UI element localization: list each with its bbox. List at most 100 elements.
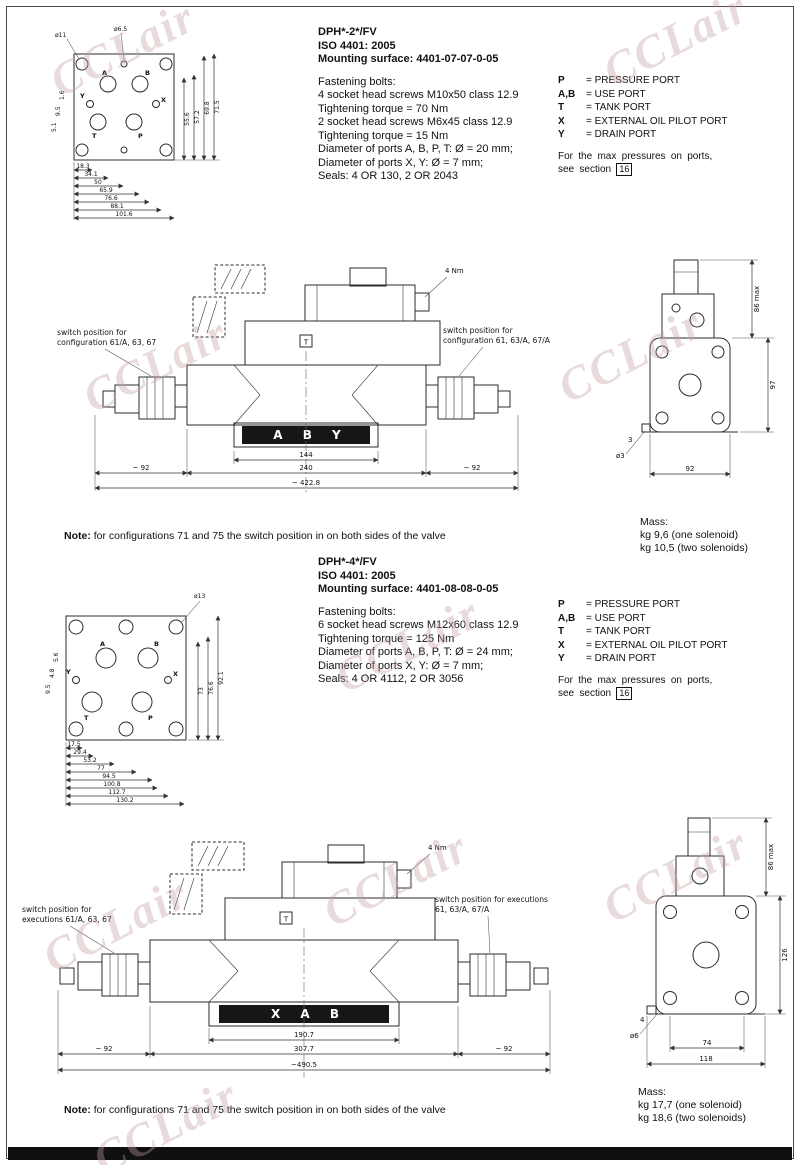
dph2-header-block: DPH*-2*/FV ISO 4401: 2005 Mounting surfa… bbox=[318, 26, 519, 184]
dim-label: 9.5 bbox=[45, 684, 52, 694]
switch-callout-right: 61, 63/A, 67/A bbox=[435, 905, 490, 914]
dph2-mounting-surface-drawing: A B T P X Y ø6.5 ø11 55.6 57.2 69.8 71.5… bbox=[51, 26, 221, 221]
mass-label: Mass: bbox=[640, 516, 669, 528]
legend-key: A,B bbox=[558, 88, 576, 100]
dph4-iso: ISO 4401: 2005 bbox=[318, 569, 396, 582]
dim-label: 18.3 bbox=[76, 163, 90, 170]
dim-label: 55.6 bbox=[184, 112, 191, 126]
dim-label-3: 3 bbox=[628, 436, 632, 444]
dim-label: 57.2 bbox=[194, 110, 201, 124]
torque-label: 4 Nm bbox=[428, 844, 447, 852]
fastening-line: Diameter of ports A, B, P, T: Ø = 20 mm; bbox=[318, 143, 513, 155]
dim-label: 101.6 bbox=[115, 211, 132, 218]
legend-value: = EXTERNAL OIL PILOT PORT bbox=[586, 639, 728, 651]
dim-label: 5.1 bbox=[51, 122, 58, 132]
dim-label: 73 bbox=[198, 687, 205, 695]
fastening-line: Tightening torque = 70 Nm bbox=[318, 102, 449, 115]
dim-label-126: 126 bbox=[781, 948, 789, 962]
legend-key: Y bbox=[558, 653, 565, 664]
fastening-line: 2 socket head screws M6x45 class 12.9 bbox=[318, 116, 513, 128]
dph2-note: Note: for configurations 71 and 75 the s… bbox=[64, 530, 446, 542]
switch-callout-left: executions 61/A, 63, 67 bbox=[22, 915, 112, 924]
dim-label-4: 4 bbox=[640, 1016, 645, 1024]
legend-value: = EXTERNAL OIL PILOT PORT bbox=[586, 115, 728, 127]
note-bold: Note: bbox=[64, 1104, 91, 1116]
port-letter-t: T bbox=[84, 714, 89, 722]
dim-label-right: ~ 92 bbox=[496, 1045, 513, 1053]
dim-label: 130.2 bbox=[116, 797, 133, 804]
legend-key: P bbox=[558, 599, 565, 610]
dph4-side-view-drawing: 86 max 126 74 118 4 ø6 bbox=[630, 817, 789, 1068]
port-letter-x: X bbox=[161, 96, 166, 104]
legend-key: X bbox=[558, 115, 565, 127]
dim-label-total: ~490.5 bbox=[291, 1061, 317, 1069]
port-letter-x: X bbox=[173, 670, 178, 678]
port-letter-p: P bbox=[148, 714, 153, 722]
footer-bar bbox=[8, 1147, 792, 1160]
dph4-title: DPH*-4*/FV bbox=[318, 556, 377, 568]
dph2-port-legend: P= PRESSURE PORT A,B= USE PORT T= TANK P… bbox=[558, 74, 764, 177]
legend-key: Y bbox=[558, 129, 565, 140]
dph2-title: DPH*-2*/FV bbox=[318, 26, 377, 38]
dph4-mass-block: Mass: kg 17,7 (one solenoid) kg 18,6 (tw… bbox=[638, 1086, 746, 1125]
dim-label: 76.6 bbox=[104, 195, 118, 202]
dph2-side-view-drawing: 86 max 97 92 3 ø3 bbox=[616, 259, 777, 478]
dim-label-left: ~ 92 bbox=[96, 1045, 113, 1053]
dph2-mounting-surface: Mounting surface: 4401-07-07-0-05 bbox=[318, 53, 499, 65]
fastening-line: Tightening torque = 125 Nm bbox=[318, 632, 455, 645]
mass-one-solenoid: kg 17,7 (one solenoid) bbox=[638, 1099, 742, 1111]
switch-callout-right: switch position for executions bbox=[435, 895, 548, 904]
legend-key: T bbox=[558, 626, 565, 637]
dim-label-86max: 86 max bbox=[767, 844, 775, 870]
fastening-line: Diameter of ports X, Y: Ø = 7 mm; bbox=[318, 156, 484, 169]
switch-callout-right: configuration 61, 63/A, 67/A bbox=[443, 336, 551, 345]
legend-key: P bbox=[558, 75, 565, 86]
legend-value: = PRESSURE PORT bbox=[586, 599, 681, 610]
fastening-line: 4 socket head screws M10x50 class 12.9 bbox=[318, 89, 519, 101]
dph4-mounting-surface-drawing: A B T P X Y ø13 73 76.6 92.1 5.6 4.8 9.5… bbox=[45, 593, 225, 807]
dim-label: ø13 bbox=[194, 593, 205, 600]
dph4-header-block: DPH*-4*/FV ISO 4401: 2005 Mounting surfa… bbox=[318, 556, 519, 687]
note-text: for configurations 71 and 75 the switch … bbox=[93, 1104, 446, 1116]
dim-label: 34.1 bbox=[84, 171, 98, 178]
dim-label: 88.1 bbox=[110, 203, 124, 210]
port-letter-y: Y bbox=[65, 668, 71, 676]
dim-label: 4.8 bbox=[49, 668, 56, 678]
dim-label: 5.6 bbox=[53, 652, 60, 662]
dim-label: 65.9 bbox=[99, 187, 113, 194]
max-pressure-note-line2: see section bbox=[558, 688, 612, 699]
switch-callout-right: switch position for bbox=[443, 326, 513, 335]
dim-label: ø11 bbox=[55, 32, 66, 39]
legend-key: T bbox=[558, 102, 565, 113]
plate-ports-label: X A B bbox=[271, 1007, 347, 1021]
legend-key: X bbox=[558, 639, 565, 651]
dim-label-92: 92 bbox=[686, 465, 695, 473]
fastening-line: Diameter of ports A, B, P, T: Ø = 24 mm; bbox=[318, 646, 513, 658]
dim-label: 53.2 bbox=[83, 757, 97, 764]
section-ref-box: 16 bbox=[616, 687, 633, 700]
dim-label-body: 240 bbox=[299, 464, 312, 472]
legend-value: = DRAIN PORT bbox=[586, 129, 657, 140]
switch-callout-left: switch position for bbox=[22, 905, 92, 914]
fastening-line: Seals: 4 OR 4112, 2 OR 3056 bbox=[318, 673, 464, 685]
dim-label-97: 97 bbox=[769, 381, 777, 390]
fastening-line: Tightening torque = 15 Nm bbox=[318, 129, 449, 142]
port-letter-a: A bbox=[102, 69, 107, 77]
dim-label-86max: 86 max bbox=[753, 286, 761, 312]
dph4-mounting-plate bbox=[65, 615, 187, 741]
dim-label: 9.5 bbox=[55, 106, 62, 116]
dim-label-d3: ø3 bbox=[616, 452, 625, 460]
max-pressure-note: For the max pressures on ports, see sect… bbox=[558, 674, 764, 701]
fastening-line: Fastening bolts: bbox=[318, 75, 396, 88]
note-bold: Note: bbox=[64, 530, 91, 542]
fastening-line: Seals: 4 OR 130, 2 OR 2043 bbox=[318, 170, 459, 182]
dim-label: 69.8 bbox=[204, 101, 211, 115]
port-letter-t: T bbox=[92, 132, 97, 140]
torque-label: 4 Nm bbox=[445, 267, 464, 275]
t-port-label: T bbox=[303, 339, 309, 347]
fastening-line: Diameter of ports X, Y: Ø = 7 mm; bbox=[318, 659, 484, 672]
dim-label: 100.8 bbox=[103, 781, 120, 788]
mass-one-solenoid: kg 9,6 (one solenoid) bbox=[640, 529, 739, 541]
mass-two-solenoids: kg 10,5 (two solenoids) bbox=[640, 542, 748, 554]
